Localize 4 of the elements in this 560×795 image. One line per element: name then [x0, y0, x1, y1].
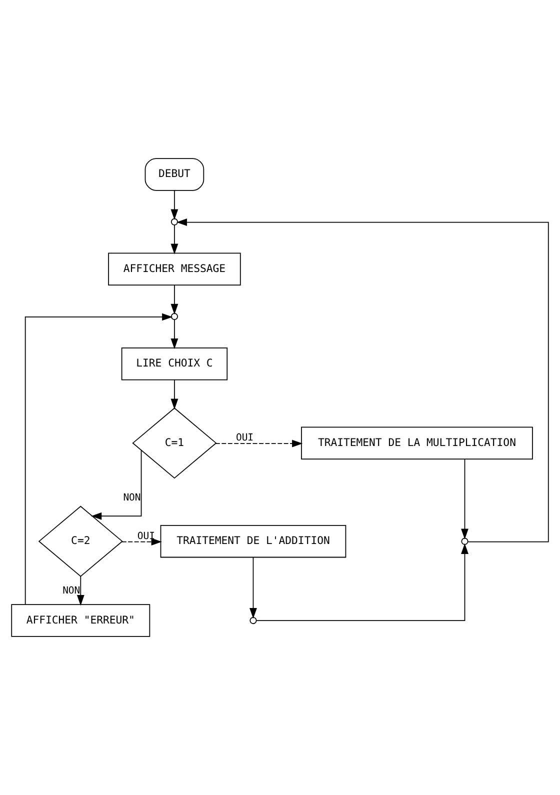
edge-label: NON: [123, 492, 141, 504]
edge-label: OUI: [236, 432, 254, 444]
edge-label: NON: [62, 586, 80, 597]
edge-label: OUI: [137, 530, 155, 542]
